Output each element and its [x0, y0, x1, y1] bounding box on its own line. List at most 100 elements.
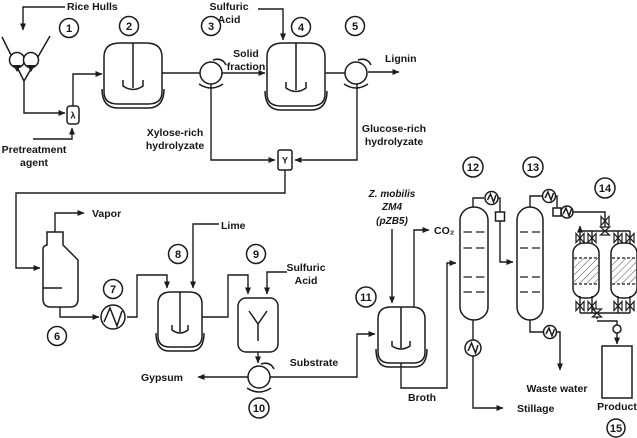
- pump-3: [198, 58, 227, 89]
- premixer-unit: λ: [66, 105, 80, 125]
- svg-text:4: 4: [298, 22, 305, 34]
- product-tank: [601, 345, 633, 399]
- reactor2-jacket: [101, 88, 165, 109]
- pipe-stillage-out: [472, 356, 504, 411]
- pipe-sulfuric-acid-top-feed: [258, 8, 286, 41]
- junction-mixer: Y: [277, 149, 293, 171]
- equipment-number-4: 4: [290, 16, 312, 38]
- label-gypsum: Gypsum: [141, 372, 183, 384]
- equipment-number-3: 3: [200, 15, 222, 37]
- pipe-broth: [400, 260, 457, 389]
- svg-text:8: 8: [175, 249, 181, 261]
- equipment-numbers: 1 2 3 4 5 6 7 8 9 10 11 12 13 14 15: [46, 15, 626, 438]
- pipe-premixer-to-reactor2: [72, 71, 103, 106]
- pipe-col13-distillate: [573, 211, 606, 231]
- label-pretreatment-agent-2: agent: [20, 157, 49, 169]
- equipment-number-8: 8: [167, 243, 189, 265]
- reactor4-agitator: [285, 43, 307, 93]
- label-inoculum-3: (pZB5): [376, 216, 408, 227]
- grinder-unit: [1, 35, 51, 83]
- roller-nip-arrow-right: [27, 65, 35, 72]
- packing-support-lines: [574, 257, 636, 285]
- junction-symbol: Y: [282, 156, 288, 166]
- pipe-col13-bottoms: [529, 320, 543, 333]
- reactor4-jacket: [264, 90, 328, 111]
- pipe-waste-water-out: [557, 331, 563, 371]
- reactor8-agitator: [171, 292, 189, 334]
- label-broth: Broth: [408, 392, 436, 404]
- label-xylose-2: hydrolyzate: [146, 140, 205, 152]
- label-pretreatment-agent-1: Pretreatment: [2, 144, 67, 156]
- equipment-number-1: 1: [58, 17, 80, 39]
- pipe-col13-overhead: [529, 195, 542, 207]
- pump-10: [246, 362, 275, 393]
- hydrolysis-reactor: [264, 42, 328, 111]
- pipe-grinder-outlet: [23, 81, 66, 116]
- pipe-xylose-hydrolyzate: [210, 84, 276, 163]
- label-substrate: Substrate: [290, 357, 339, 369]
- svg-text:12: 12: [467, 162, 479, 174]
- beer-column: [459, 190, 506, 357]
- product-pump: [612, 324, 622, 334]
- reactor8-jacket: [155, 332, 205, 352]
- pipes: [15, 6, 606, 411]
- label-glucose-2: hydrolyzate: [365, 136, 424, 148]
- label-glucose-1: Glucose-rich: [362, 123, 426, 135]
- molecular-sieve-unit: [572, 214, 637, 345]
- adsorber-right-packing: [612, 258, 636, 284]
- svg-text:11: 11: [360, 292, 372, 304]
- pipe-co2-out: [413, 227, 430, 309]
- label-inoculum-1: Z. mobilis: [368, 189, 416, 200]
- stream-labels: Rice Hulls Pretreatment agent Sulfuric A…: [2, 1, 637, 415]
- label-lime: Lime: [221, 220, 246, 232]
- pretreatment-reactor: [101, 42, 165, 109]
- rectifying-column: [516, 188, 574, 340]
- svg-text:5: 5: [352, 21, 358, 33]
- equipment-number-11: 11: [355, 286, 377, 308]
- svg-text:2: 2: [126, 21, 132, 33]
- svg-text:15: 15: [610, 423, 622, 435]
- label-vapor: Vapor: [92, 208, 121, 220]
- label-co2: CO₂: [434, 225, 455, 237]
- flash-vessel: [42, 231, 79, 308]
- pump-5: [343, 58, 372, 89]
- pipe-junction-to-flash: [15, 170, 286, 271]
- svg-text:6: 6: [54, 331, 60, 343]
- svg-text:7: 7: [110, 284, 116, 296]
- pipe-vapor-out: [54, 210, 85, 232]
- sieve-bottom-header: [579, 296, 631, 314]
- equipment-number-2: 2: [118, 15, 140, 37]
- heat-exchanger-7: [100, 304, 126, 330]
- pipe-col12-distillate: [499, 221, 514, 265]
- pipe-sulfuric-acid-mid-feed: [264, 271, 287, 295]
- pipe-substrate: [270, 331, 376, 378]
- roller-nip-arrow-left: [13, 65, 21, 72]
- svg-text:14: 14: [599, 183, 612, 195]
- neutralization-vessel: [237, 297, 279, 353]
- equipment-number-9: 9: [245, 243, 267, 265]
- equipment-number-14: 14: [594, 177, 616, 199]
- svg-text:10: 10: [253, 403, 265, 415]
- col13-reflux-drum: [552, 207, 562, 217]
- label-solid-fraction-2: fraction: [227, 61, 266, 73]
- pipe-lime-feed: [190, 223, 219, 289]
- fermenter-agitator: [391, 307, 411, 350]
- label-sulfuric-acid-mid-1: Sulfuric: [286, 262, 325, 274]
- svg-text:13: 13: [527, 162, 539, 174]
- label-sulfuric-acid-top-1: Sulfuric: [209, 1, 248, 13]
- label-lignin: Lignin: [385, 53, 417, 65]
- fermenter: [375, 306, 428, 368]
- pipe-col12-overhead: [472, 197, 484, 207]
- label-inoculum-2: ZM4: [381, 202, 402, 213]
- label-sulfuric-acid-top-2: Acid: [218, 14, 241, 26]
- equipment-number-5: 5: [344, 15, 366, 37]
- reactor2-agitator: [122, 43, 144, 91]
- sieve-valves: [575, 214, 635, 318]
- pipe-flash-to-hx7: [59, 307, 100, 320]
- svg-text:9: 9: [253, 249, 259, 261]
- fermenter-jacket: [375, 348, 428, 368]
- label-stillage: Stillage: [517, 403, 555, 415]
- pipe-rice-hulls-feed: [20, 6, 65, 31]
- label-xylose-1: Xylose-rich: [147, 127, 204, 139]
- premixer-symbol: λ: [70, 111, 75, 121]
